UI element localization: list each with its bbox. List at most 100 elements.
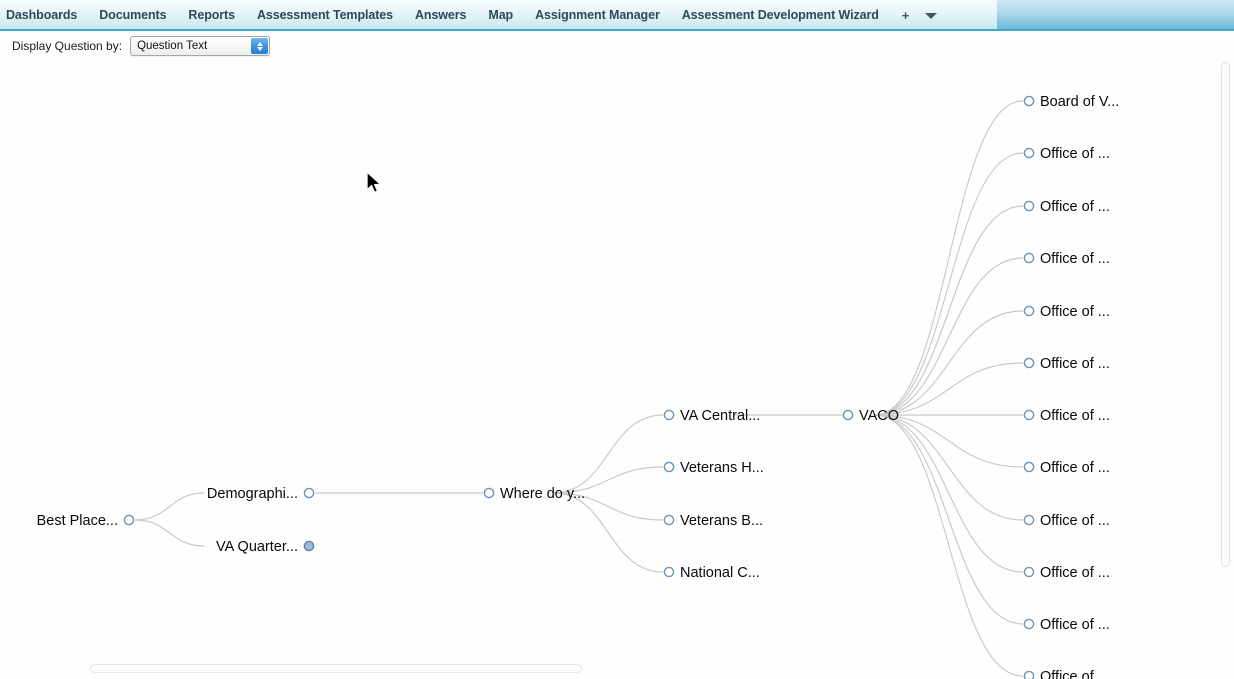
nav-item-dashboards[interactable]: Dashboards: [6, 8, 78, 22]
nav-item-reports[interactable]: Reports: [188, 8, 235, 22]
tree-links-layer: [134, 100, 1024, 677]
tree-node-circle-icon[interactable]: [303, 487, 315, 499]
tree-node-leaf9[interactable]: Office of ...: [1023, 513, 1110, 529]
tree-node-circle-icon[interactable]: [1023, 200, 1035, 212]
tree-node-circle-icon[interactable]: [303, 540, 315, 552]
tree-node-leaf2[interactable]: Office of ...: [1023, 146, 1110, 162]
display-options-toolbar: Display Question by: Question Text: [0, 33, 1234, 59]
tree-link: [553, 492, 664, 573]
tree-node-circle-icon[interactable]: [1023, 305, 1035, 317]
tree-node-circle-icon[interactable]: [1023, 566, 1035, 578]
tree-link: [874, 257, 1024, 416]
vertical-scrollbar-thumb[interactable]: [1221, 62, 1230, 567]
navigation-filler-pane: [997, 0, 1234, 29]
horizontal-scrollbar-thumb[interactable]: [90, 664, 582, 673]
tree-node-circle-icon[interactable]: [1023, 252, 1035, 264]
question-tree-canvas[interactable]: Best Place... Demographi... VA Quarter... W…: [0, 59, 1234, 679]
nav-item-assignment-manager[interactable]: Assignment Manager: [535, 8, 660, 22]
tree-node-label: Office of ...: [1040, 146, 1110, 162]
tree-node-vaco[interactable]: VACO: [842, 408, 899, 424]
tree-node-leaf8[interactable]: Office of ...: [1023, 460, 1110, 476]
chevron-down-icon[interactable]: [925, 12, 938, 19]
tree-node-leaf12[interactable]: Office of ...: [1023, 669, 1110, 679]
tree-node-circle-icon[interactable]: [842, 409, 854, 421]
tree-node-label: VA Quarter...: [216, 539, 298, 555]
tree-node-leaf10[interactable]: Office of ...: [1023, 565, 1110, 581]
tree-node-leaf6[interactable]: Office of ...: [1023, 356, 1110, 372]
tree-node-leaf3[interactable]: Office of ...: [1023, 199, 1110, 215]
tree-link: [874, 100, 1024, 416]
add-tab-icon[interactable]: +: [901, 8, 910, 23]
navigation-items-container: Dashboards Documents Reports Assessment …: [0, 0, 997, 29]
tree-node-label: Office of ...: [1040, 356, 1110, 372]
display-question-by-label: Display Question by:: [12, 39, 123, 53]
tree-node-label: Office of ...: [1040, 251, 1110, 267]
tree-node-vetbenefit[interactable]: Veterans B...: [663, 513, 763, 529]
tree-node-circle-icon[interactable]: [1023, 514, 1035, 526]
tree-node-leaf7[interactable]: Office of ...: [1023, 408, 1110, 424]
tree-link: [553, 492, 664, 521]
nav-item-answers[interactable]: Answers: [414, 8, 467, 22]
tree-node-label: Office of ...: [1040, 408, 1110, 424]
tree-link: [874, 414, 1024, 573]
tree-link: [874, 362, 1024, 416]
tree-node-circle-icon[interactable]: [1023, 618, 1035, 630]
tree-node-leaf4[interactable]: Office of ...: [1023, 251, 1110, 267]
tree-node-label: Veterans H...: [680, 460, 764, 476]
tree-link: [553, 414, 664, 494]
tree-node-vethealth[interactable]: Veterans H...: [663, 460, 764, 476]
tree-node-label: VACO: [859, 408, 899, 424]
tree-node-circle-icon[interactable]: [1023, 147, 1035, 159]
tree-node-label: National C...: [680, 565, 760, 581]
nav-item-assessment-development-wizard[interactable]: Assessment Development Wizard: [681, 8, 879, 22]
tree-node-vaquarter[interactable]: VA Quarter...: [216, 539, 315, 555]
tree-node-label: Best Place...: [37, 513, 118, 529]
tree-node-label: Office of ...: [1040, 669, 1110, 679]
tree-link: [134, 492, 205, 521]
tree-node-leaf11[interactable]: Office of ...: [1023, 617, 1110, 633]
tree-node-circle-icon[interactable]: [1023, 461, 1035, 473]
tree-node-demo[interactable]: Demographi...: [207, 486, 315, 502]
tree-node-label: Office of ...: [1040, 513, 1110, 529]
tree-link: [553, 466, 664, 494]
tree-node-label: Office of ...: [1040, 617, 1110, 633]
tree-node-label: Veterans B...: [680, 513, 763, 529]
tree-node-circle-icon[interactable]: [1023, 95, 1035, 107]
tree-node-label: VA Central...: [680, 408, 760, 424]
tree-node-circle-icon[interactable]: [483, 487, 495, 499]
tree-node-circle-icon[interactable]: [663, 566, 675, 578]
tree-node-circle-icon[interactable]: [663, 409, 675, 421]
stepper-down-arrow-icon: [256, 46, 263, 51]
tree-node-leaf1[interactable]: Board of V...: [1023, 94, 1119, 110]
tree-node-wheredo[interactable]: Where do y...: [483, 486, 585, 502]
tree-node-label: Office of ...: [1040, 565, 1110, 581]
tree-diagram: Best Place... Demographi... VA Quarter... W…: [37, 94, 1119, 679]
tree-node-vacentral[interactable]: VA Central...: [663, 408, 760, 424]
tree-node-label: Office of ...: [1040, 304, 1110, 320]
tree-node-root[interactable]: Best Place...: [37, 513, 135, 529]
tree-link: [874, 414, 1024, 521]
tree-link: [874, 414, 1024, 468]
nav-item-documents[interactable]: Documents: [99, 8, 167, 22]
select-stepper-icon[interactable]: [251, 38, 269, 54]
tree-node-label: Office of ...: [1040, 460, 1110, 476]
tree-node-circle-icon[interactable]: [1023, 409, 1035, 421]
display-question-by-select[interactable]: Question Text: [130, 36, 271, 56]
main-navigation-bar: Dashboards Documents Reports Assessment …: [0, 0, 1234, 31]
tree-node-label: Where do y...: [500, 486, 585, 502]
nav-item-assessment-templates[interactable]: Assessment Templates: [256, 8, 393, 22]
tree-nodes-layer: Best Place... Demographi... VA Quarter... W…: [37, 94, 1119, 679]
tree-node-national[interactable]: National C...: [663, 565, 760, 581]
tree-link: [874, 205, 1024, 416]
nav-item-map[interactable]: Map: [488, 8, 514, 22]
tree-node-circle-icon[interactable]: [1023, 670, 1035, 679]
tree-node-circle-icon[interactable]: [663, 514, 675, 526]
tree-node-label: Demographi...: [207, 486, 298, 502]
tree-link: [134, 519, 205, 547]
tree-node-leaf5[interactable]: Office of ...: [1023, 304, 1110, 320]
tree-node-circle-icon[interactable]: [123, 514, 135, 526]
tree-node-circle-icon[interactable]: [1023, 357, 1035, 369]
tree-node-circle-icon[interactable]: [663, 461, 675, 473]
tree-link: [874, 152, 1024, 416]
